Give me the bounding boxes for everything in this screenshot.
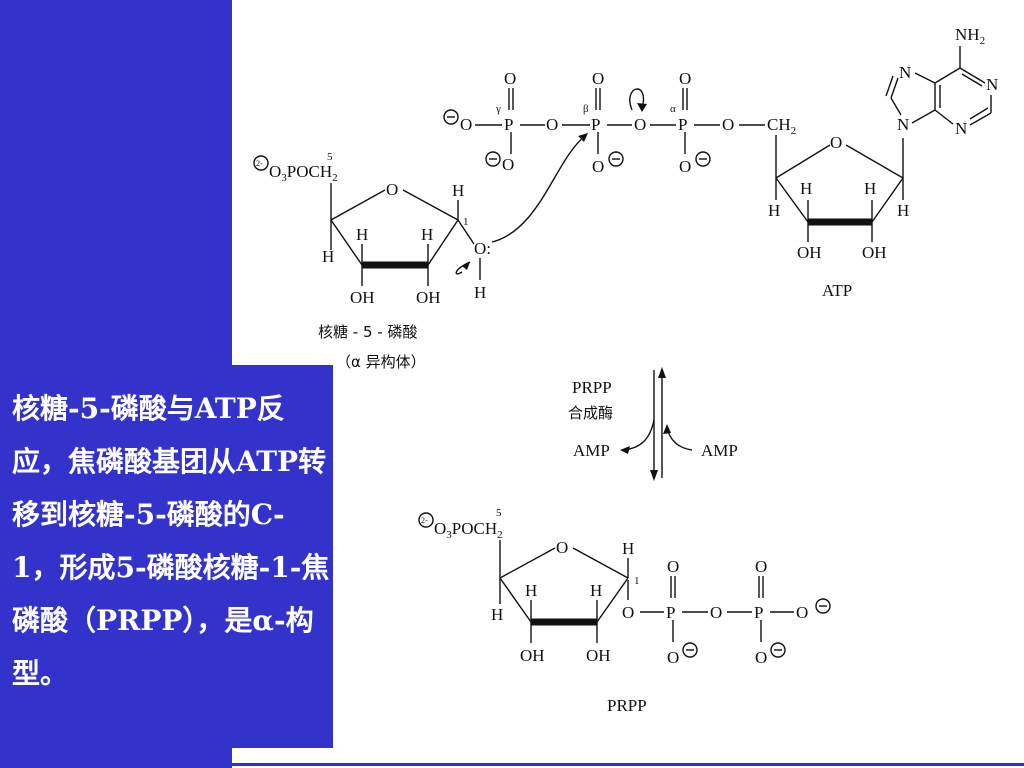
prpp-structure: 2- O3POCH2 5 O H H H OH OH H 1 O P O O O… (418, 507, 831, 667)
svg-text:O: O (722, 115, 734, 134)
svg-text:O: O (830, 133, 842, 152)
svg-text:N: N (986, 75, 998, 94)
svg-text:O3POCH2: O3POCH2 (269, 162, 338, 184)
amp-left-label: AMP (573, 441, 610, 460)
svg-text:H: H (590, 581, 602, 600)
caption-box (0, 365, 333, 748)
svg-text:α: α (670, 103, 676, 115)
svg-text:H: H (800, 179, 812, 198)
enzyme-name-line1: PRPP (572, 378, 612, 397)
amp-right-label: AMP (701, 441, 738, 460)
svg-text:5: 5 (496, 507, 502, 519)
svg-text:H: H (474, 283, 486, 302)
svg-text:O: O (386, 180, 398, 199)
svg-text:H: H (525, 581, 537, 600)
svg-text:γ: γ (495, 103, 501, 115)
svg-text:2-: 2- (421, 516, 428, 525)
svg-text:N: N (897, 115, 909, 134)
svg-text:O: O (796, 603, 808, 622)
svg-text:O: O (546, 115, 558, 134)
svg-text:OH: OH (862, 243, 887, 262)
svg-text:2-: 2- (256, 159, 263, 168)
atp-label: ATP (822, 281, 852, 300)
svg-text:P: P (504, 115, 513, 134)
bottom-line (232, 763, 1024, 766)
ribose-name-label: 核糖 - 5 - 磷酸 (318, 323, 417, 341)
ribose-5-phosphate: 2- O3POCH2 5 O H H H OH OH H 1 O: H (253, 151, 491, 307)
enzyme-name-line2: 合成酶 (568, 404, 613, 422)
svg-text:OH: OH (416, 288, 441, 307)
svg-text:1: 1 (463, 216, 469, 228)
atp-structure: O Pγ O O O Pβ O O O Pα O O O CH2 O (443, 25, 998, 262)
svg-text:O: O (502, 155, 514, 174)
svg-text:O: O (504, 69, 516, 88)
svg-text:O: O (755, 648, 767, 667)
svg-text:1: 1 (634, 575, 640, 587)
svg-text:OH: OH (350, 288, 375, 307)
svg-text:P: P (666, 603, 675, 622)
svg-text:O3POCH2: O3POCH2 (434, 519, 503, 541)
svg-text:H: H (491, 605, 503, 624)
svg-text:OH: OH (520, 646, 545, 665)
svg-text:O: O (667, 648, 679, 667)
prpp-label: PRPP (607, 696, 647, 715)
svg-text:O: O (667, 557, 679, 576)
svg-text:O: O (755, 557, 767, 576)
svg-text:O: O (634, 115, 646, 134)
svg-text:β: β (583, 103, 589, 115)
svg-text:H: H (897, 201, 909, 220)
svg-text:O: O (592, 69, 604, 88)
svg-text:H: H (421, 225, 433, 244)
svg-text:NH2: NH2 (955, 25, 985, 47)
svg-text:O: O (622, 603, 634, 622)
svg-text:P: P (591, 115, 600, 134)
svg-text:O: O (460, 115, 472, 134)
svg-text:P: P (754, 603, 763, 622)
svg-text:P: P (678, 115, 687, 134)
svg-text:H: H (356, 225, 368, 244)
svg-text:O:: O: (474, 239, 491, 258)
alpha-anomer-label: （α 异构体） (336, 353, 426, 371)
svg-text:CH2: CH2 (767, 115, 796, 137)
svg-text:O: O (556, 538, 568, 557)
svg-text:H: H (864, 179, 876, 198)
svg-text:5: 5 (327, 151, 333, 163)
svg-text:H: H (322, 247, 334, 266)
reaction-diagram: 2- O3POCH2 5 O H H H OH OH H 1 O: H 核糖 -… (253, 25, 998, 715)
svg-text:O: O (679, 157, 691, 176)
svg-text:O: O (592, 157, 604, 176)
caption-text: 核糖-5-磷酸与ATP反应，焦磷酸基团从ATP转移到核糖-5-磷酸的C-1，形成… (12, 392, 330, 690)
svg-text:H: H (622, 539, 634, 558)
svg-text:OH: OH (586, 646, 611, 665)
svg-text:O: O (679, 69, 691, 88)
svg-text:H: H (452, 181, 464, 200)
svg-text:N: N (899, 63, 911, 82)
svg-text:N: N (955, 119, 967, 138)
svg-text:OH: OH (797, 243, 822, 262)
svg-text:O: O (710, 603, 722, 622)
svg-text:H: H (768, 201, 780, 220)
equilibrium-arrows[interactable] (620, 367, 693, 481)
